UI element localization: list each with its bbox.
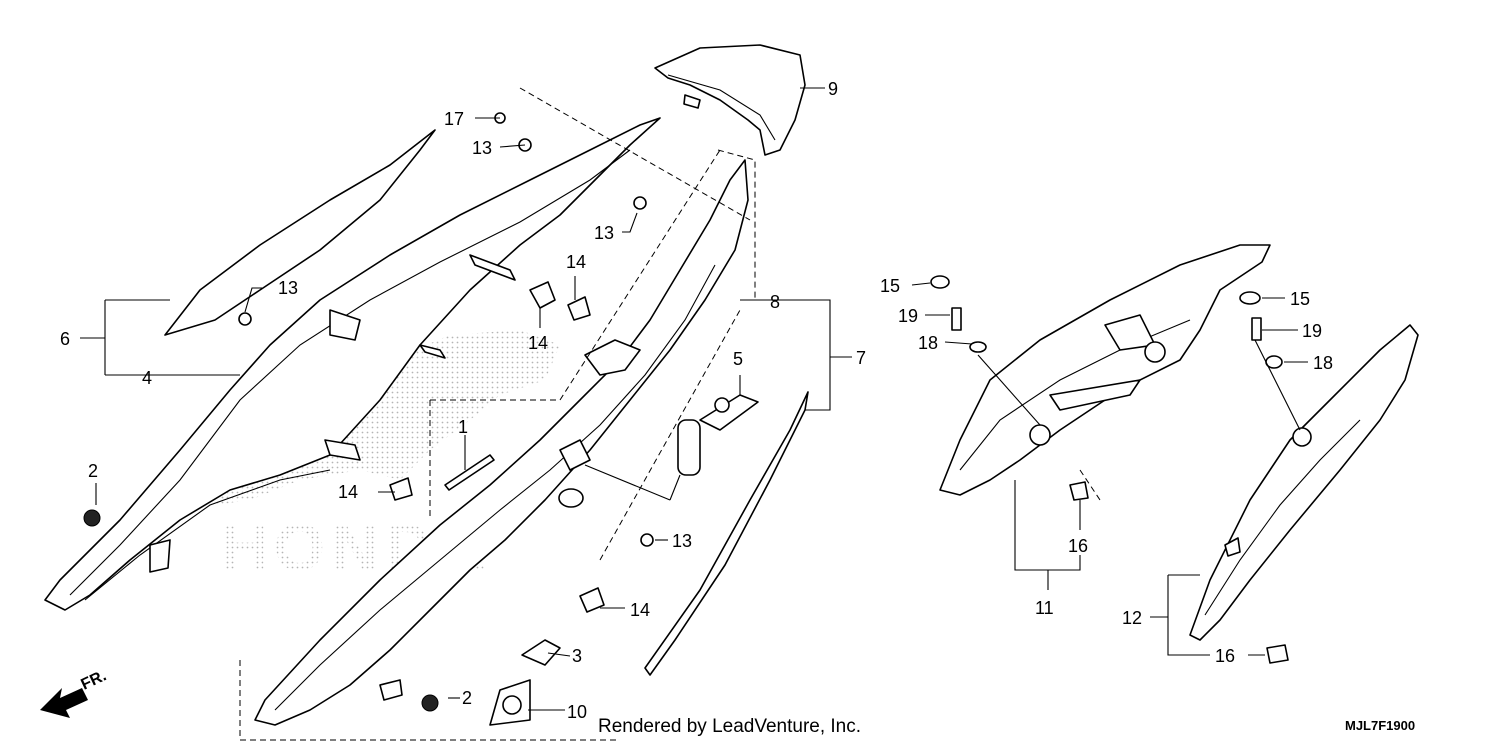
callout-17: 17: [444, 109, 464, 129]
callout-14: 14: [630, 600, 650, 620]
seat-lock: [677, 394, 759, 476]
callout-6: 6: [60, 329, 70, 349]
callout-11: 11: [1035, 598, 1054, 618]
front-direction-arrow: FR.: [40, 667, 109, 718]
callout-15: 15: [880, 276, 900, 296]
direction-label: FR.: [79, 667, 110, 693]
callout-16: 16: [1068, 536, 1088, 556]
callout-18: 18: [1313, 353, 1333, 373]
callout-2: 2: [462, 688, 472, 708]
callout-14: 14: [566, 252, 586, 272]
callout-12: 12: [1122, 608, 1142, 628]
callout-9: 9: [828, 79, 838, 99]
diagram-code: MJL7F1900: [1345, 718, 1415, 733]
render-credit: Rendered by LeadVenture, Inc.: [598, 716, 861, 737]
right-grab-rail: [1189, 324, 1419, 641]
right-side-cover: [254, 159, 749, 726]
leader-lines: [80, 87, 1308, 711]
part-1-strip: [444, 454, 495, 491]
arrow-left-icon: [40, 688, 88, 718]
seat-cowl: [654, 44, 806, 156]
callout-19: 19: [1302, 321, 1322, 341]
hardware: [83, 112, 1289, 726]
callout-1: 1: [458, 417, 468, 437]
callout-3: 3: [572, 646, 582, 666]
right-stripe-decal: [644, 391, 809, 676]
callout-7: 7: [856, 348, 866, 368]
callout-14: 14: [338, 482, 358, 502]
callout-18: 18: [918, 333, 938, 353]
callout-16: 16: [1215, 646, 1235, 666]
callout-13: 13: [278, 278, 298, 298]
callout-8: 8: [770, 292, 780, 312]
callout-19: 19: [898, 306, 918, 326]
callout-4: 4: [142, 368, 152, 388]
callout-5: 5: [733, 349, 743, 369]
left-side-cover: [44, 117, 661, 611]
callout-2: 2: [88, 461, 98, 481]
callout-13: 13: [672, 531, 692, 551]
callout-labels: 1 2 2 3 4 5 6 7 8 9 10 11 12 13 13 13 13…: [60, 79, 1333, 722]
left-grab-rail: [939, 244, 1271, 496]
callout-14: 14: [528, 333, 548, 353]
callout-13: 13: [594, 223, 614, 243]
assembly-outlines: [239, 87, 1101, 741]
callout-10: 10: [567, 702, 587, 722]
callout-13: 13: [472, 138, 492, 158]
callout-15: 15: [1290, 289, 1310, 309]
